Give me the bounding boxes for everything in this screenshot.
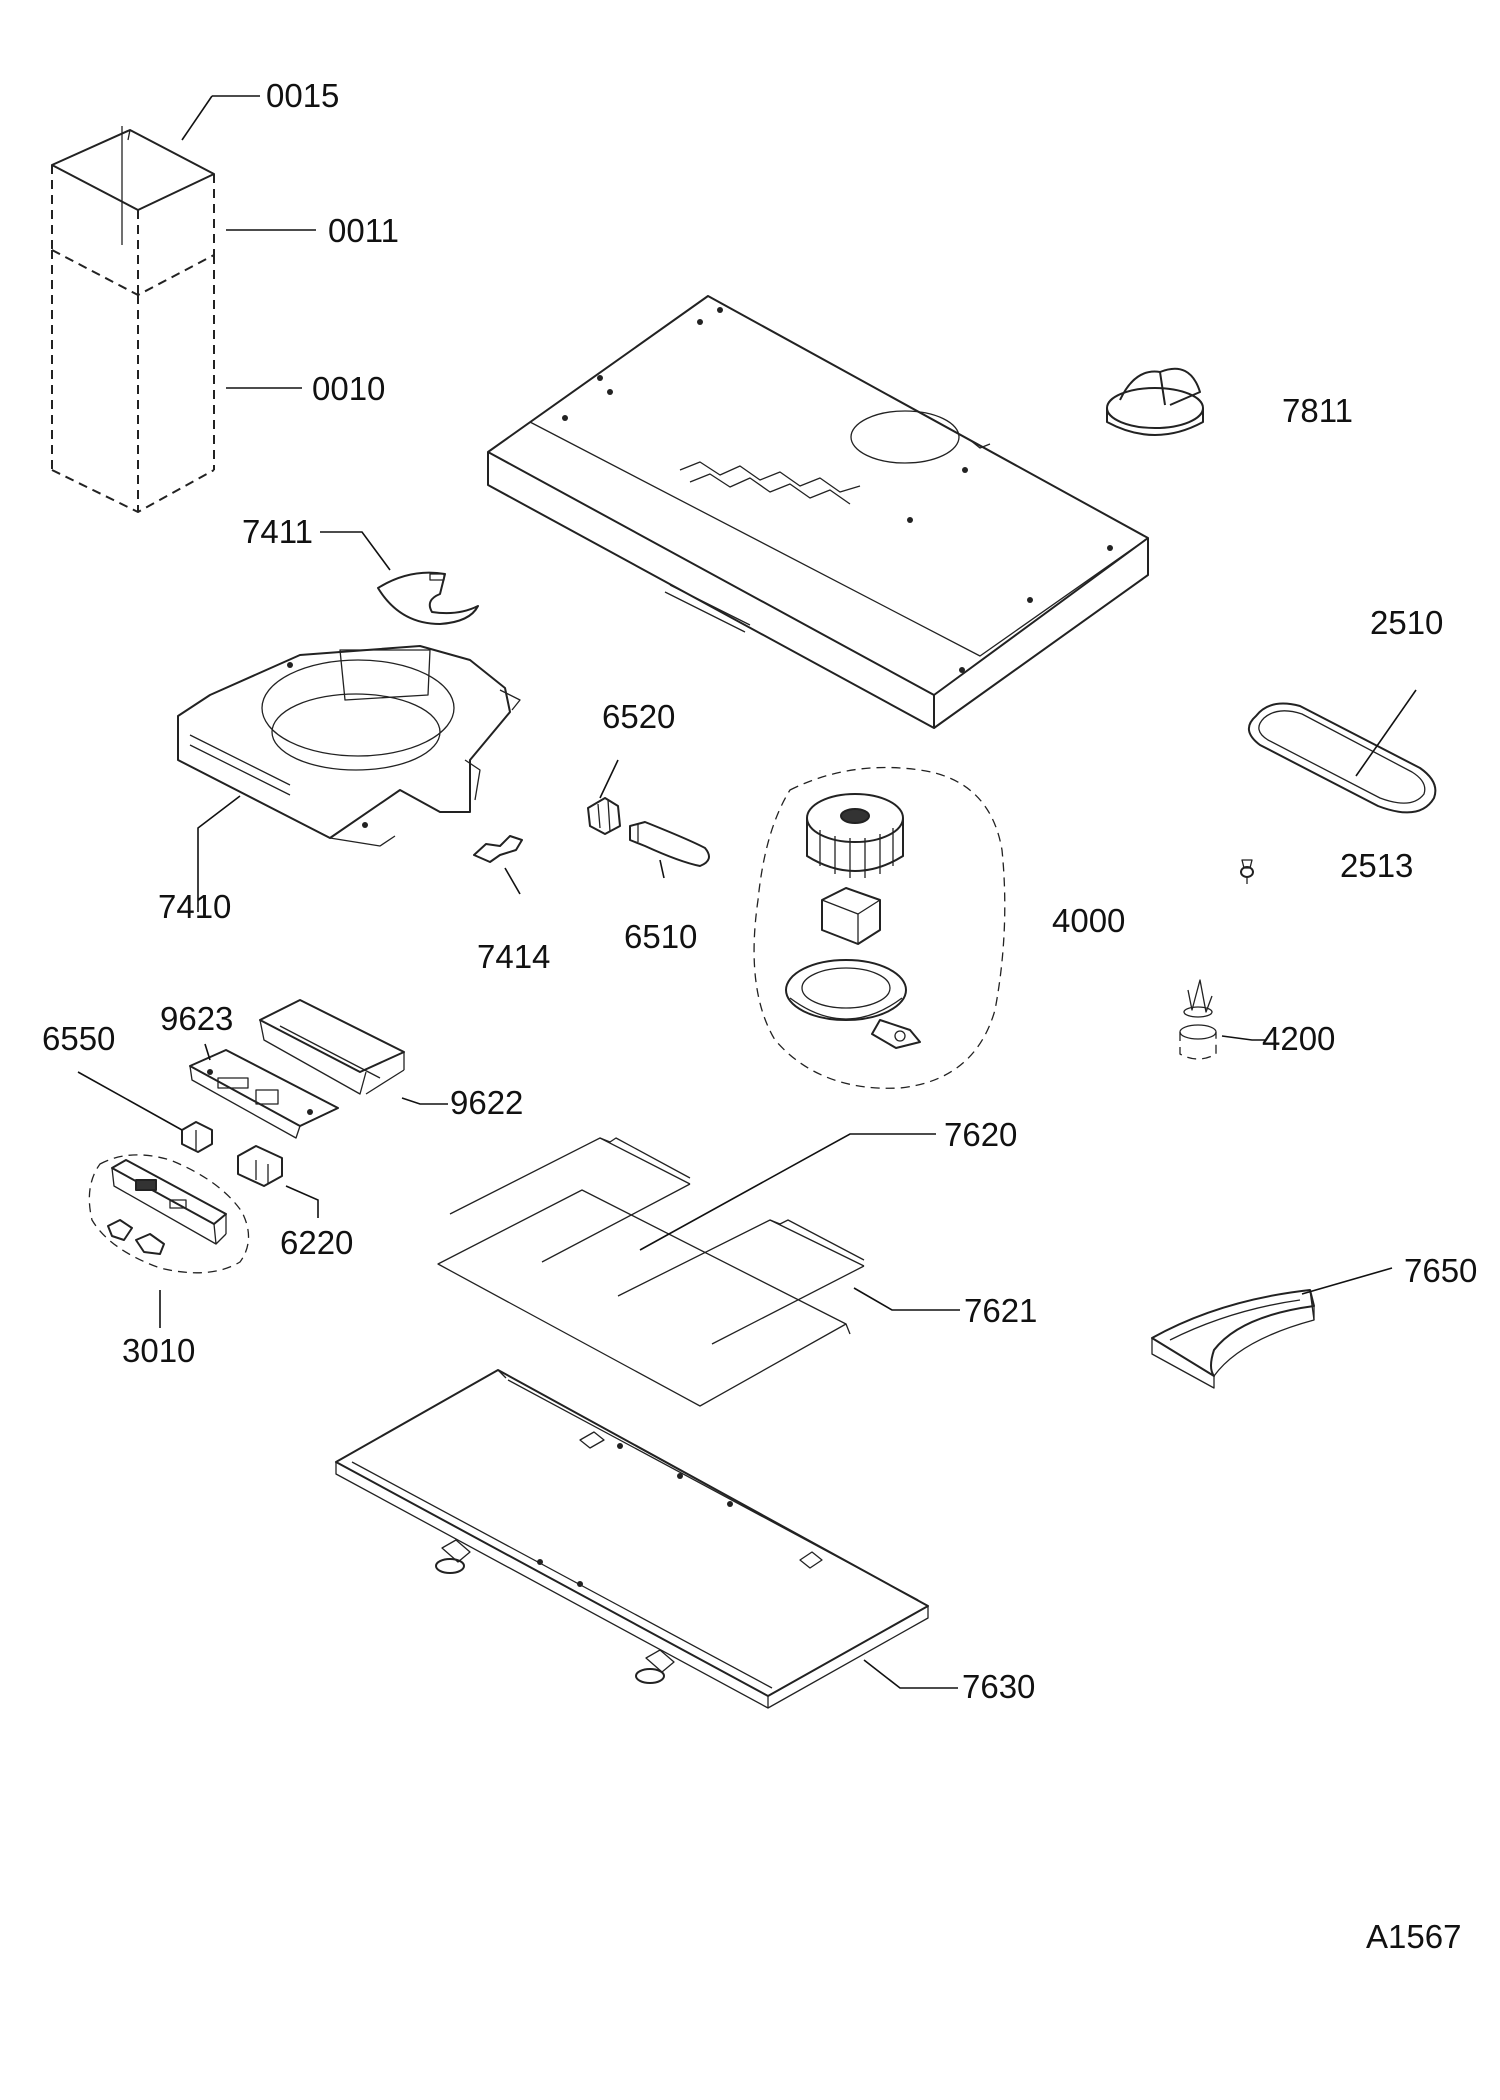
grease-filter-7621 [437, 1189, 865, 1407]
label-7411: 7411 [242, 513, 313, 550]
fan-housing-7410 [177, 645, 521, 847]
damper-valve-7811 [1106, 367, 1204, 436]
air-deflector-7650 [1151, 1289, 1315, 1389]
light-bulb-6510 [629, 821, 710, 867]
chimney-cover-0015 [51, 126, 215, 245]
label-0011: 0011 [328, 212, 399, 249]
label-0010: 0010 [312, 370, 385, 407]
chimney-lower-section-0010 [51, 250, 215, 513]
lamp-holder-6520 [587, 797, 621, 835]
label-7414: 7414 [477, 938, 550, 975]
label-9623: 9623 [160, 1000, 233, 1037]
label-6510: 6510 [624, 918, 697, 955]
label-0015: 0015 [266, 77, 339, 114]
label-7620: 7620 [944, 1116, 1017, 1153]
label-3010: 3010 [122, 1332, 195, 1369]
bottom-frame-7630 [335, 1369, 929, 1709]
control-board-9623 [189, 1049, 339, 1139]
mounting-screw-2513 [1240, 859, 1254, 884]
motor-assembly-4000 [753, 766, 1006, 1089]
drawing-reference-code: A1567 [1366, 1918, 1461, 1955]
deflector-plate-7411 [377, 571, 479, 625]
control-panel-3010 [88, 1154, 250, 1274]
grease-filter-7620 [449, 1137, 691, 1263]
label-2510: 2510 [1370, 604, 1443, 641]
hood-body [487, 295, 1149, 729]
label-7410: 7410 [158, 888, 231, 925]
capacitor-4200 [1179, 979, 1217, 1060]
label-6550: 6550 [42, 1020, 115, 1057]
label-7811: 7811 [1282, 392, 1353, 429]
label-9622: 9622 [450, 1084, 523, 1121]
leader-lines [77, 95, 1417, 1689]
label-7621: 7621 [964, 1292, 1037, 1329]
label-4000: 4000 [1052, 902, 1125, 939]
cable-clip-7414 [473, 835, 523, 863]
label-7650: 7650 [1404, 1252, 1477, 1289]
terminal-block-6220 [237, 1145, 283, 1187]
label-7630: 7630 [962, 1668, 1035, 1705]
label-4200: 4200 [1262, 1020, 1335, 1057]
board-cover-9622 [259, 999, 405, 1095]
label-2513: 2513 [1340, 847, 1413, 884]
label-6520: 6520 [602, 698, 675, 735]
label-6220: 6220 [280, 1224, 353, 1261]
part-number-labels: 0015 0011 0010 7811 7411 2510 6520 7410 … [42, 77, 1477, 1955]
switch-6550 [181, 1121, 213, 1153]
duct-gasket-2510 [1248, 702, 1437, 814]
